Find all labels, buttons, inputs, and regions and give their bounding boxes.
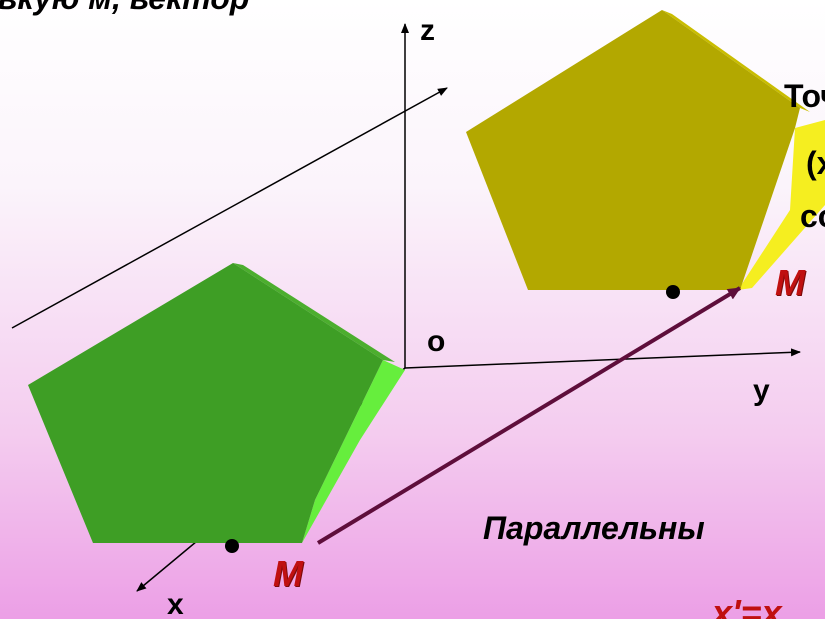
translated-prism-front: [466, 10, 800, 290]
caption-text: Параллельны: [483, 510, 705, 546]
point-m-prime-dot: [666, 285, 680, 299]
x-axis-label: x: [167, 588, 184, 619]
original-prism: [28, 263, 405, 543]
point-m-dot: [225, 539, 239, 553]
point-m-prime-label: M: [775, 262, 805, 303]
point-m-label: M: [273, 553, 303, 594]
coordinate-formula: x'=x: [712, 592, 782, 619]
original-prism-front: [28, 263, 383, 543]
right-text-line-1: Точ: [784, 78, 825, 114]
right-text-line-2: (x: [806, 145, 825, 181]
translated-prism-side: [738, 120, 825, 290]
original-prism-side: [302, 360, 405, 543]
translated-prism-top-edge: [662, 10, 810, 112]
right-text-line-3: co: [800, 198, 825, 234]
translation-vector: [316, 286, 742, 545]
origin-label: o: [427, 325, 446, 358]
translation-direction-arrow: [11, 87, 448, 329]
translated-prism: [466, 10, 825, 290]
y-axis: [404, 348, 801, 369]
slide-top-text: вкую м, вектор: [0, 0, 249, 17]
y-axis-label: y: [753, 374, 770, 407]
original-prism-top-edge: [233, 263, 395, 362]
z-axis-label: z: [420, 14, 435, 47]
